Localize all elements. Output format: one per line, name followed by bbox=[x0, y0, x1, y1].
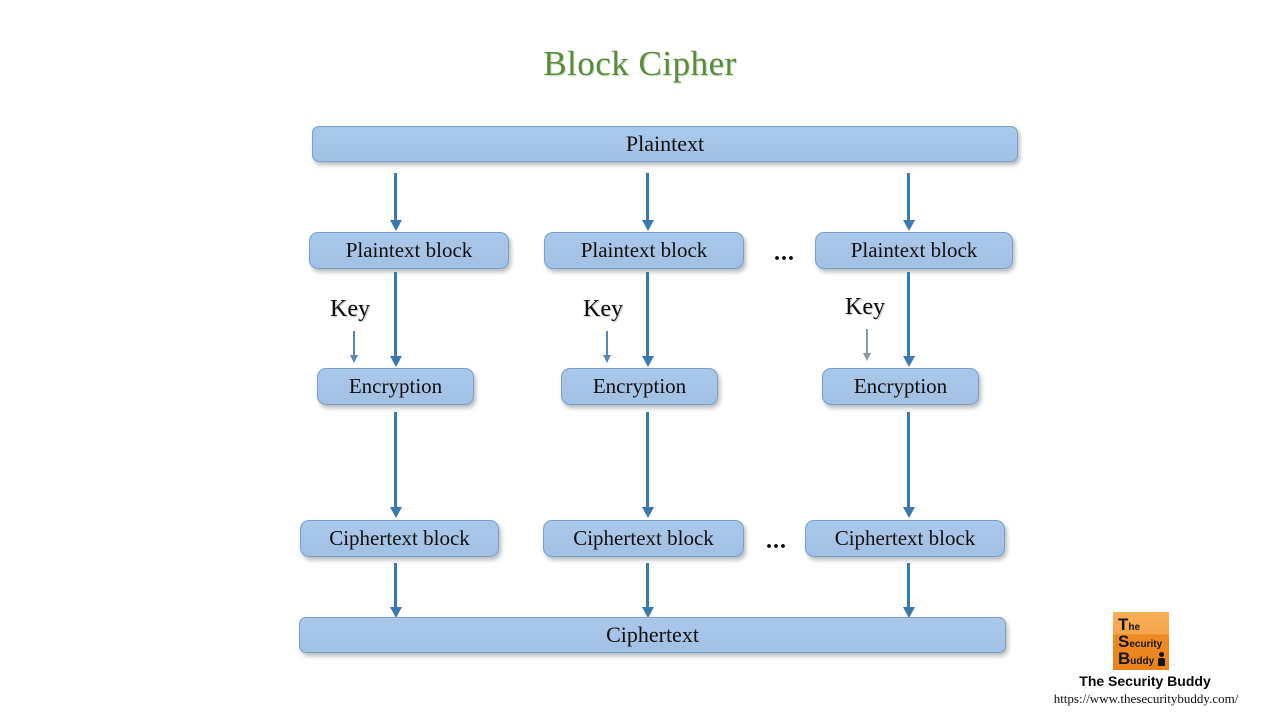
ciphertext-block-2: Ciphertext block bbox=[543, 520, 744, 557]
arrow-encryption-to-cipherblock-1 bbox=[394, 412, 397, 508]
plaintext-block-3: Plaintext block bbox=[815, 232, 1013, 269]
ciphertext-block-1: Ciphertext block bbox=[300, 520, 499, 557]
arrow-block-to-encryption-1 bbox=[394, 272, 397, 357]
person-head-icon bbox=[1159, 652, 1164, 657]
arrow-block-to-encryption-3 bbox=[907, 272, 910, 357]
arrow-cipherblock-to-ciphertext-3 bbox=[907, 563, 910, 608]
arrow-plaintext-to-block-2 bbox=[646, 173, 649, 221]
arrow-encryption-to-cipherblock-3 bbox=[907, 412, 910, 508]
arrow-key-to-encryption-2 bbox=[606, 331, 608, 356]
page-title: Block Cipher bbox=[543, 44, 737, 83]
logo-cap-b: B bbox=[1118, 649, 1131, 668]
plaintext-block-2: Plaintext block bbox=[544, 232, 744, 269]
security-buddy-logo-icon: The Security Buddy bbox=[1113, 612, 1169, 670]
logo-line-1: The bbox=[1118, 616, 1140, 633]
encryption-box-2: Encryption bbox=[561, 368, 718, 405]
brand-url[interactable]: https://www.thesecuritybuddy.com/ bbox=[1053, 691, 1239, 706]
logo-line-3: Buddy bbox=[1118, 650, 1154, 667]
logo-rest-he: he bbox=[1128, 622, 1141, 633]
plaintext-bar: Plaintext bbox=[312, 126, 1018, 162]
encryption-box-3: Encryption bbox=[822, 368, 979, 405]
ciphertext-block-3: Ciphertext block bbox=[805, 520, 1005, 557]
logo-line-2: Security bbox=[1118, 633, 1162, 650]
key-label-1: Key bbox=[330, 296, 370, 322]
logo-cap-t: T bbox=[1118, 615, 1129, 634]
arrow-plaintext-to-block-3 bbox=[907, 173, 910, 221]
arrow-key-to-encryption-3 bbox=[866, 329, 868, 354]
ellipsis-plaintext-row: ... bbox=[774, 240, 795, 266]
logo-cap-s: S bbox=[1118, 632, 1130, 651]
arrow-block-to-encryption-2 bbox=[646, 272, 649, 357]
ciphertext-bar: Ciphertext bbox=[299, 617, 1006, 653]
arrow-key-to-encryption-1 bbox=[353, 331, 355, 356]
brand-name: The Security Buddy bbox=[1079, 673, 1211, 689]
arrow-encryption-to-cipherblock-2 bbox=[646, 412, 649, 508]
encryption-box-1: Encryption bbox=[317, 368, 474, 405]
key-label-2: Key bbox=[583, 296, 623, 322]
logo-rest-uddy: uddy bbox=[1130, 656, 1155, 667]
logo-rest-ecurity: ecurity bbox=[1129, 639, 1163, 650]
ellipsis-ciphertext-row: ... bbox=[766, 528, 787, 554]
arrow-cipherblock-to-ciphertext-2 bbox=[646, 563, 649, 608]
arrow-cipherblock-to-ciphertext-1 bbox=[394, 563, 397, 608]
key-label-3: Key bbox=[845, 294, 885, 320]
arrow-plaintext-to-block-1 bbox=[394, 173, 397, 221]
plaintext-block-1: Plaintext block bbox=[309, 232, 509, 269]
person-icon bbox=[1158, 652, 1165, 666]
person-body-icon bbox=[1158, 658, 1165, 666]
